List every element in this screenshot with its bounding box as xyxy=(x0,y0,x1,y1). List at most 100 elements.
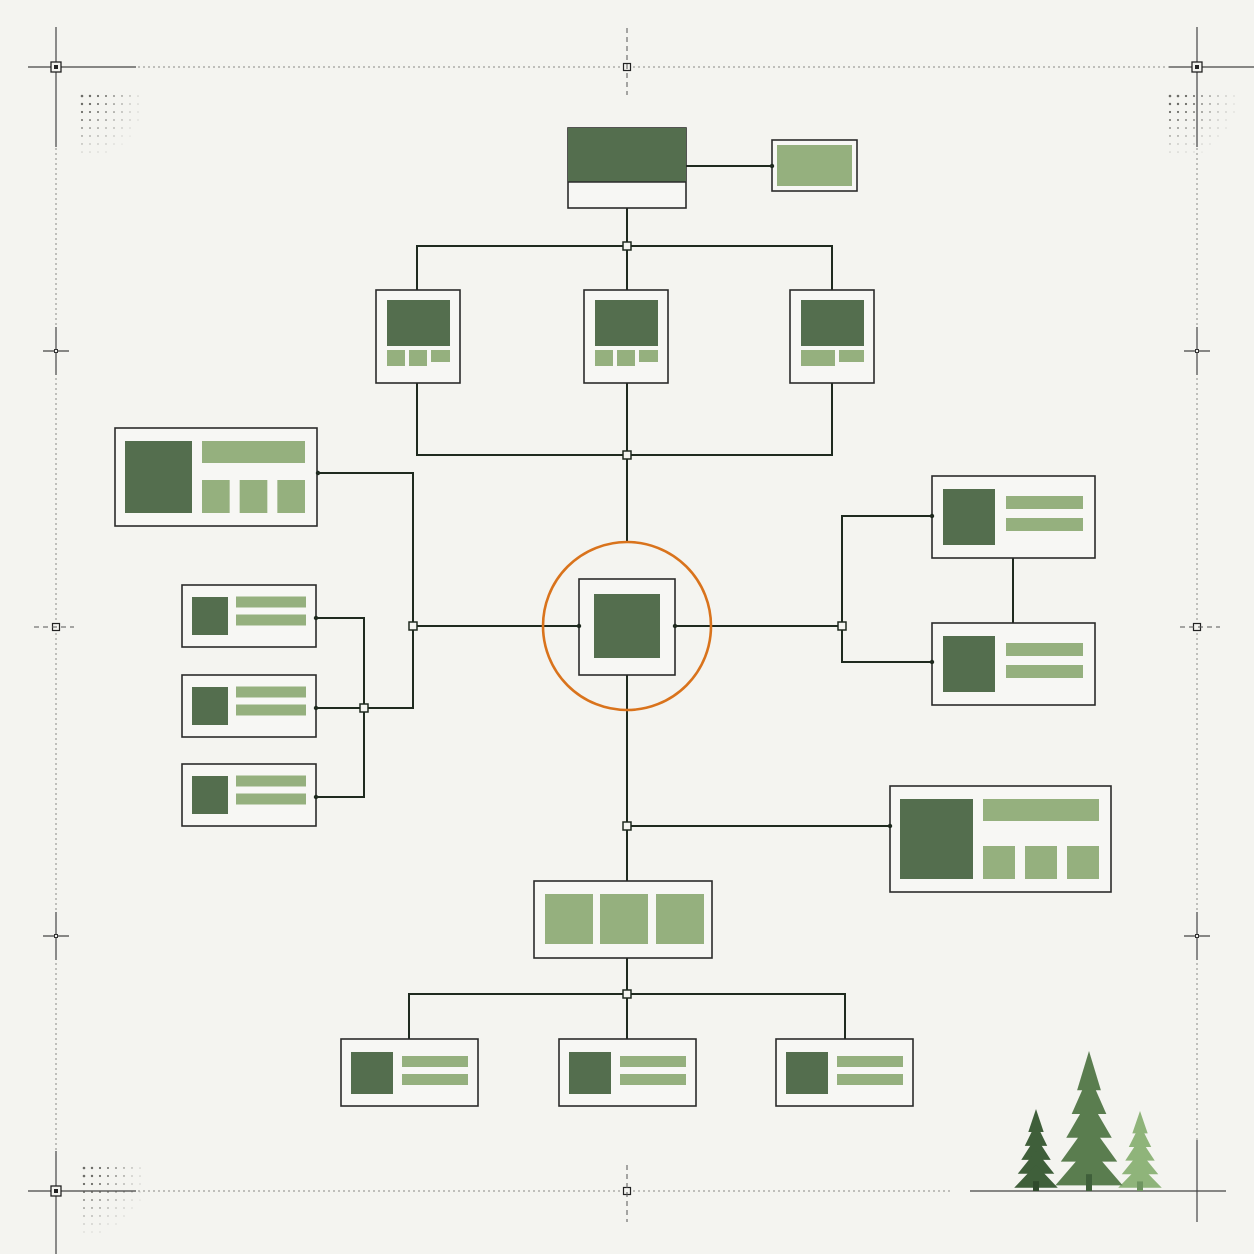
halftone-dot xyxy=(97,151,99,153)
halftone-dot xyxy=(90,1166,94,1170)
halftone-dot xyxy=(1177,119,1179,121)
halftone-dot xyxy=(1168,94,1172,98)
halftone-dot xyxy=(91,1199,93,1201)
tier1-bus-bottom xyxy=(416,383,833,456)
halftone-dot xyxy=(99,1231,101,1233)
halftone-dot xyxy=(113,143,115,145)
halftone-dot xyxy=(83,1207,85,1209)
corner-mark-dot xyxy=(54,65,58,69)
halftone-dot xyxy=(1169,127,1171,129)
halftone-dot xyxy=(107,1199,109,1201)
halftone-dot xyxy=(1209,127,1211,129)
junction-marker xyxy=(359,703,369,713)
halftone-dot xyxy=(1169,151,1171,153)
junction-marker xyxy=(622,450,632,460)
left-list-node-2-line xyxy=(236,704,306,716)
registration-dot xyxy=(54,349,58,353)
halftone-dot xyxy=(1177,127,1179,129)
tier1-right-node-thumb xyxy=(839,350,864,362)
halftone-dot xyxy=(97,143,99,145)
halftone-dot xyxy=(1201,135,1203,137)
pine-tree-left-icon-trunk xyxy=(1033,1181,1039,1191)
halftone-dot xyxy=(1184,110,1188,114)
connector-tip xyxy=(576,623,582,629)
halftone-dot xyxy=(1184,102,1188,106)
left-list-node-1-line xyxy=(236,596,306,608)
halftone-dot xyxy=(1185,143,1187,145)
halftone-dot xyxy=(91,1231,93,1233)
halftone-dot xyxy=(1209,95,1211,97)
halftone-dot xyxy=(89,151,91,153)
right-node-1-image-block xyxy=(943,489,995,545)
bottom-gallery-panel xyxy=(545,894,593,944)
halftone-dot xyxy=(139,1183,141,1185)
halftone-dot xyxy=(129,95,131,97)
halftone-dot xyxy=(80,94,84,98)
halftone-dot xyxy=(1193,143,1195,145)
pine-tree-right-icon-tier xyxy=(1118,1165,1162,1188)
halftone-dot xyxy=(97,127,99,129)
halftone-dot xyxy=(1193,103,1195,105)
tier1-left-node-thumb xyxy=(409,350,427,366)
halftone-dot xyxy=(121,143,123,145)
halftone-dot xyxy=(1193,151,1195,153)
halftone-dot xyxy=(129,111,131,113)
halftone-dot xyxy=(1225,103,1227,105)
halftone-dot xyxy=(113,95,115,97)
halftone-dot xyxy=(105,103,107,105)
halftone-dot xyxy=(139,1191,141,1193)
halftone-dot xyxy=(1201,103,1203,105)
halftone-dot xyxy=(113,103,115,105)
halftone-dot xyxy=(1176,94,1180,98)
junction-marker xyxy=(622,241,632,251)
halftone-dot xyxy=(131,1167,133,1169)
halftone-dot xyxy=(1225,119,1227,121)
halftone-dot xyxy=(115,1191,117,1193)
halftone-dot xyxy=(1233,103,1235,105)
halftone-dot xyxy=(91,1223,93,1225)
halftone-dot xyxy=(113,111,115,113)
right-wide-node-thumb xyxy=(983,846,1015,879)
right-wide-node-image-block xyxy=(900,799,973,879)
left-list-node-3-line xyxy=(236,775,306,787)
right-node-1-line xyxy=(1006,496,1083,509)
corner-mark-dot xyxy=(1195,65,1199,69)
junction-marker xyxy=(622,821,632,831)
halftone-dot xyxy=(107,1215,109,1217)
halftone-dot xyxy=(88,110,92,114)
bottom-node-3-line xyxy=(837,1074,903,1085)
pine-tree-right-icon-tier xyxy=(1128,1124,1152,1147)
right-node-2-image-block xyxy=(943,636,995,692)
halftone-dot xyxy=(105,151,107,153)
halftone-dot xyxy=(1169,143,1171,145)
halftone-dot xyxy=(1168,102,1172,106)
tier1-center-node-thumb xyxy=(595,350,613,366)
halftone-dot xyxy=(123,1183,125,1185)
halftone-dot xyxy=(123,1207,125,1209)
corner-mark-dot xyxy=(54,1189,58,1193)
focus-ring xyxy=(541,540,713,712)
halftone-dot xyxy=(91,1215,93,1217)
pine-tree-center-icon-tier xyxy=(1066,1098,1112,1138)
halftone-dot xyxy=(99,1199,101,1201)
center-node-block xyxy=(594,594,660,658)
halftone-dot xyxy=(1209,103,1211,105)
halftone-dot xyxy=(96,102,100,106)
halftone-dot xyxy=(123,1199,125,1201)
pine-tree-center-icon-tier xyxy=(1071,1074,1107,1114)
halftone-dot xyxy=(80,102,84,106)
halftone-dot xyxy=(1209,135,1211,137)
left-list-node-2-line xyxy=(236,686,306,698)
connector-tip xyxy=(313,705,319,711)
halftone-dot xyxy=(115,1207,117,1209)
halftone-dot xyxy=(1201,151,1203,153)
halftone-dot xyxy=(1193,127,1195,129)
halftone-dot xyxy=(82,1166,86,1170)
halftone-dot xyxy=(97,119,99,121)
halftone-dot xyxy=(1209,143,1211,145)
pine-tree-center-icon-tier xyxy=(1055,1146,1123,1186)
pine-tree-center-icon-tier xyxy=(1060,1122,1118,1162)
halftone-dot xyxy=(115,1175,117,1177)
halftone-dot xyxy=(1201,111,1203,113)
